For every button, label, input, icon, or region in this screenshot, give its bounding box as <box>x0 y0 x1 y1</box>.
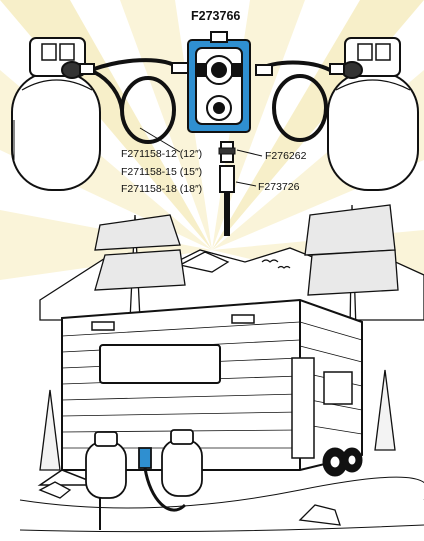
regulator-part-label: F273766 <box>191 10 240 22</box>
hose-part-18-label: F271158-18 (18″) <box>121 183 202 195</box>
hose-part-12-label: F271158-12 (12″) <box>121 148 202 160</box>
long-hose-part-label: F273726 <box>258 181 299 193</box>
regulator <box>188 32 250 132</box>
hose-part-15-label: F271158-15 (15″) <box>121 166 202 178</box>
adapter-part-label: F276262 <box>265 150 306 162</box>
